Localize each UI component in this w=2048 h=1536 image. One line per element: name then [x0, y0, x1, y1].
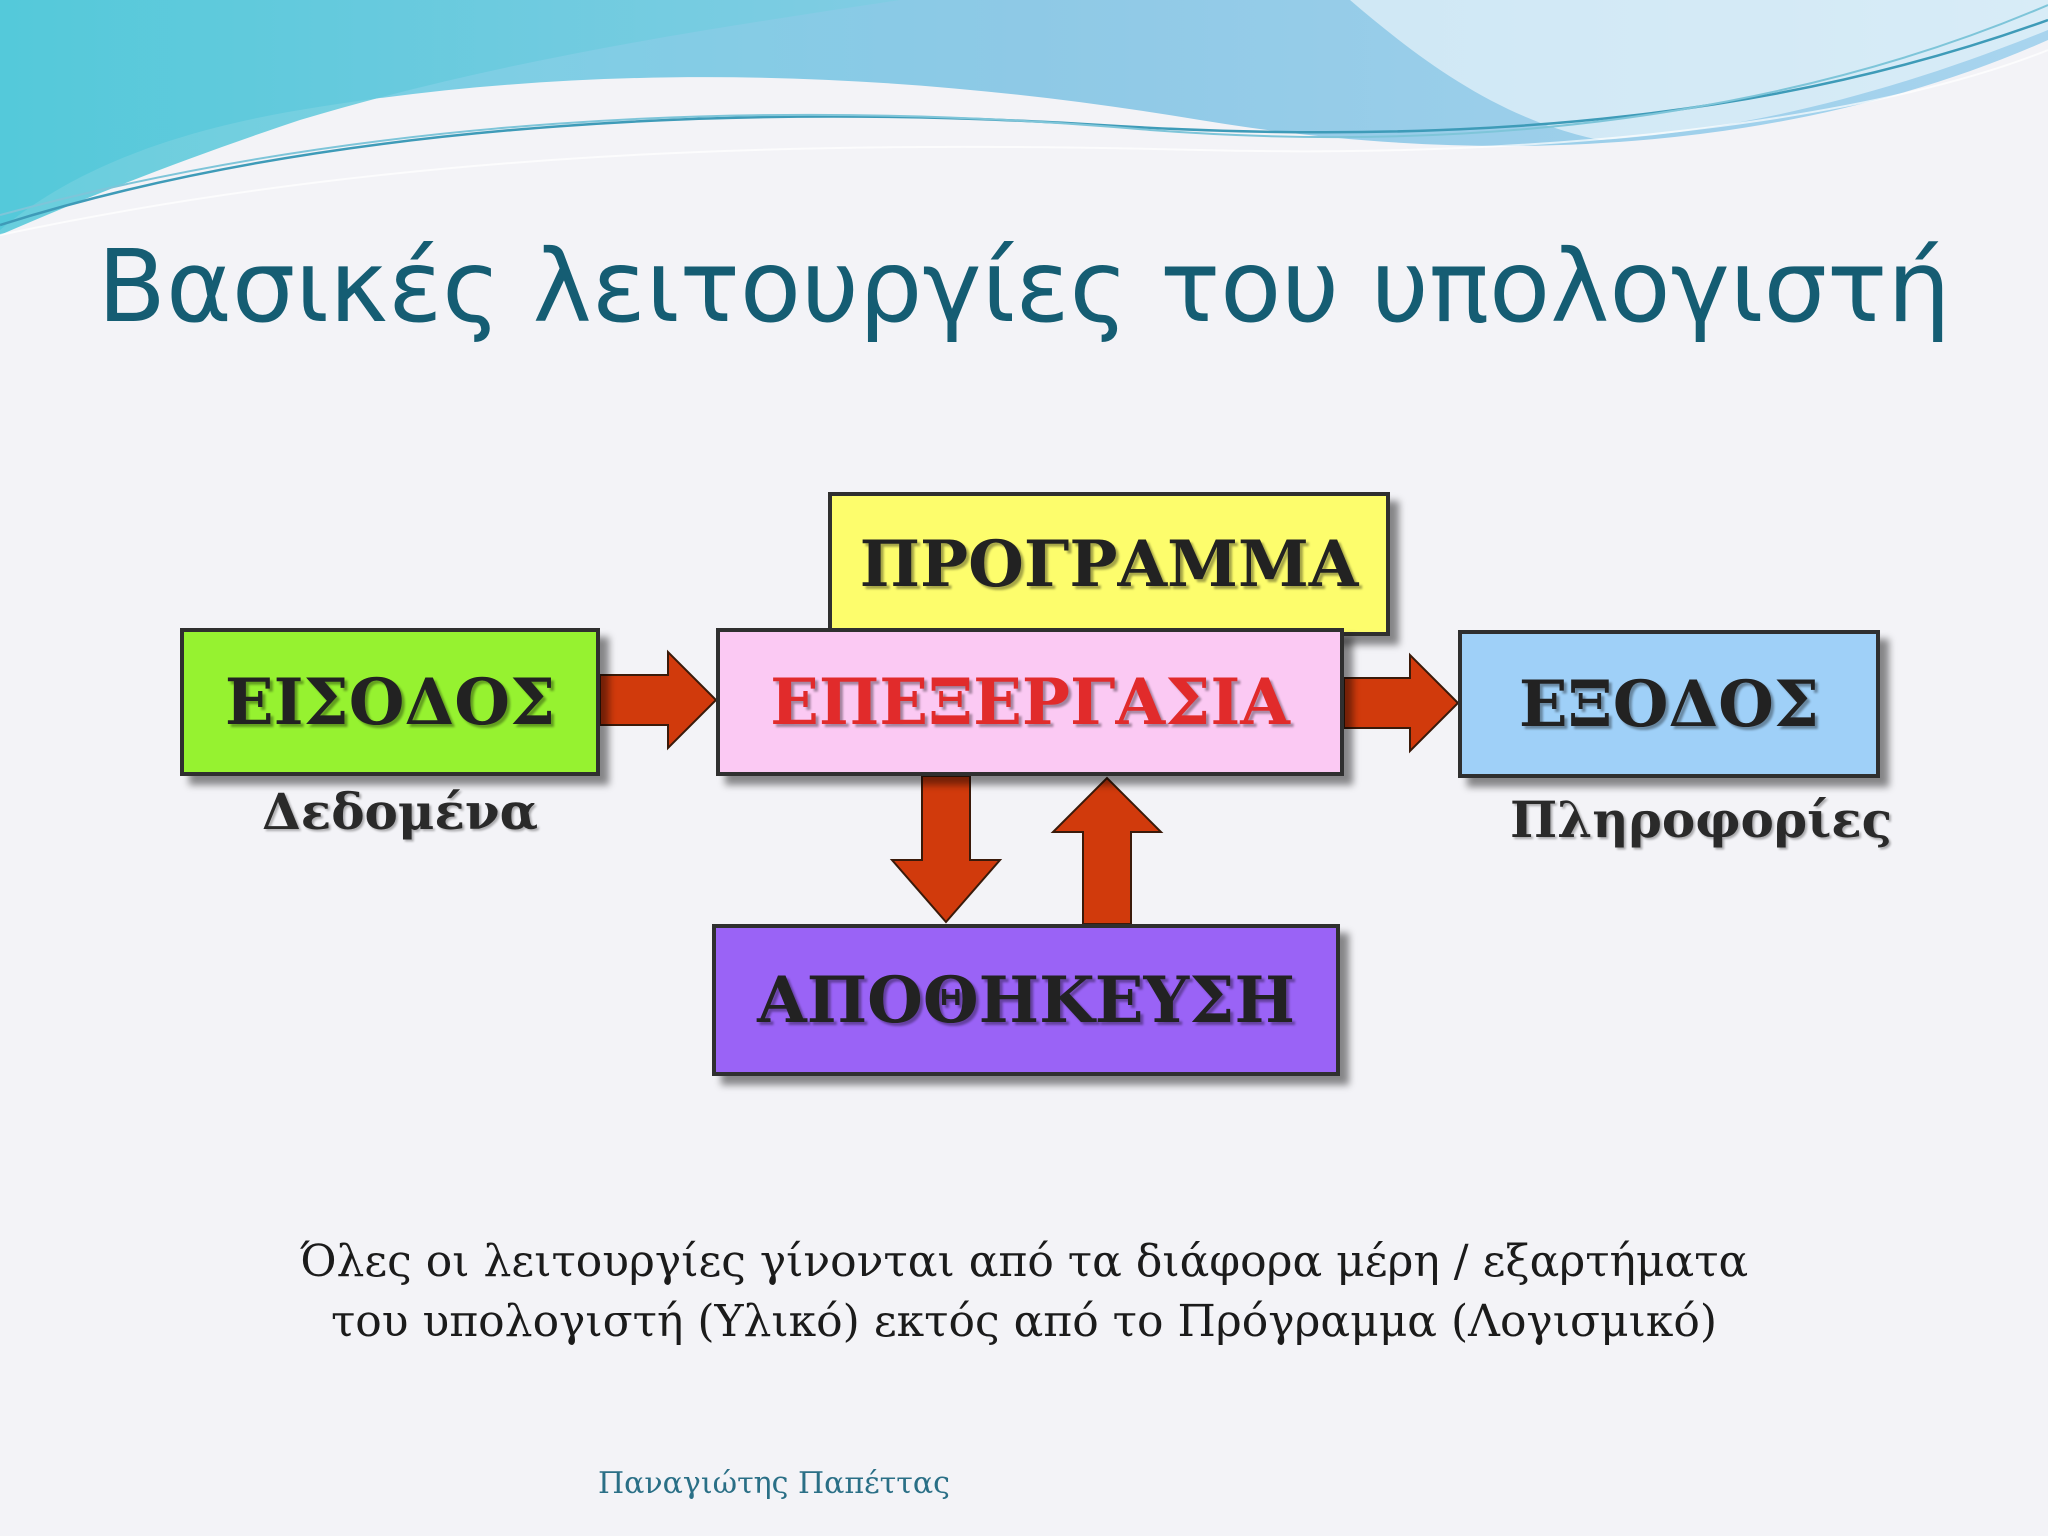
program-box: ΠΡΟΓΡΑΜΜΑ — [828, 492, 1390, 636]
slide-title: Βασικές λειτουργίες του υπολογιστή — [97, 228, 1951, 345]
process-label: ΕΠΕΞΕΡΓΑΣΙΑ — [770, 664, 1290, 740]
input-box: ΕΙΣΟΔΟΣ — [180, 628, 600, 776]
footer-author: Παναγιώτης Παπέττας — [598, 1466, 950, 1501]
caption-line-2: του υπολογιστή (Υλικό) εκτός από το Πρόγ… — [330, 1296, 1718, 1347]
input-sublabel: Δεδομένα — [262, 782, 539, 841]
storage-box: ΑΠΟΘΗΚΕΥΣΗ — [712, 924, 1340, 1076]
output-label: ΕΞΟΔΟΣ — [1518, 666, 1820, 742]
storage-label: ΑΠΟΘΗΚΕΥΣΗ — [757, 962, 1295, 1038]
arrow-storage-to-process — [1050, 776, 1164, 925]
caption-line-1: Όλες οι λειτουργίες γίνονται από τα διάφ… — [299, 1236, 1749, 1287]
input-label: ΕΙΣΟΔΟΣ — [224, 664, 556, 740]
process-box: ΕΠΕΞΕΡΓΑΣΙΑ — [716, 628, 1344, 776]
header-wave-decoration — [0, 0, 2048, 236]
output-sublabel: Πληροφορίες — [1510, 790, 1893, 849]
program-label: ΠΡΟΓΡΑΜΜΑ — [859, 526, 1359, 602]
arrow-process-to-output — [1343, 652, 1460, 754]
slide-caption: Όλες οι λειτουργίες γίνονται από τα διάφ… — [0, 1232, 2048, 1352]
output-box: ΕΞΟΔΟΣ — [1458, 630, 1880, 778]
arrow-process-to-storage — [889, 775, 1003, 924]
arrow-input-to-process — [599, 649, 718, 751]
